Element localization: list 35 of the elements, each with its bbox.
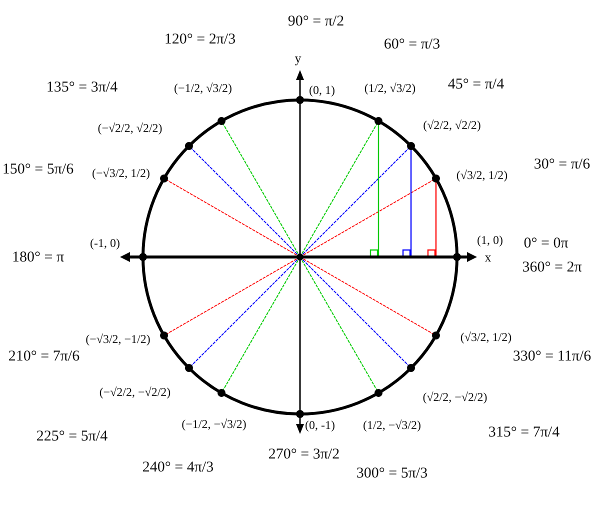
axis-label: x [484,250,492,264]
angle-label: 270° = 3π/2 [268,448,340,462]
angle-label: 150° = 5π/6 [2,162,74,178]
coordinate-label: (1/2, −√3/2) [363,419,421,431]
coordinate-label: (−√3/2, −1/2) [86,333,150,345]
coordinate-label: (−1/2, −√3/2) [182,418,246,430]
angle-label: 60° = π/3 [384,38,440,52]
coordinate-label: (−√3/2, 1/2) [92,167,150,179]
angle-label: 135° = 3π/4 [46,80,118,96]
axis-label: y [294,52,302,64]
angle-label: 45° = π/4 [448,78,504,92]
angle-label: 210° = 7π/6 [8,350,80,364]
angle-label: 90° = π/2 [288,14,344,30]
coordinate-label: (−√2/2, −√2/2) [99,386,171,398]
angle-label: 180° = π [12,250,64,266]
angle-label: 300° = 5π/3 [356,466,428,482]
coordinate-label: (√2/2, −√2/2) [422,391,488,403]
coordinate-label: (√3/2, 1/2) [456,169,508,181]
angle-label: 330° = 11π/6 [512,350,592,364]
coordinate-label: (−1/2, √3/2) [174,82,232,94]
angle-label: 315° = 7π/4 [488,426,560,440]
coordinate-label: (1/2, √3/2) [364,82,416,94]
coordinate-label: (√3/2, 1/2) [460,331,512,343]
coordinate-label: (0, -1) [305,419,335,431]
coordinate-label: (0, 1) [309,84,335,96]
angle-label: 360° = 2π [522,260,582,276]
coordinate-label: (√2/2, √2/2) [423,119,481,131]
coordinate-label: (-1, 0) [90,237,120,249]
coordinate-label: (1, 0) [477,234,503,246]
angle-label: 0° = 0π [524,236,568,252]
coordinate-label: (−√2/2, √2/2) [98,122,162,134]
angle-label: 225° = 5π/4 [36,430,108,444]
angle-label: 30° = π/6 [534,158,590,172]
angle-label: 120° = 2π/3 [164,32,236,48]
angle-label: 240° = 4π/3 [142,460,214,476]
